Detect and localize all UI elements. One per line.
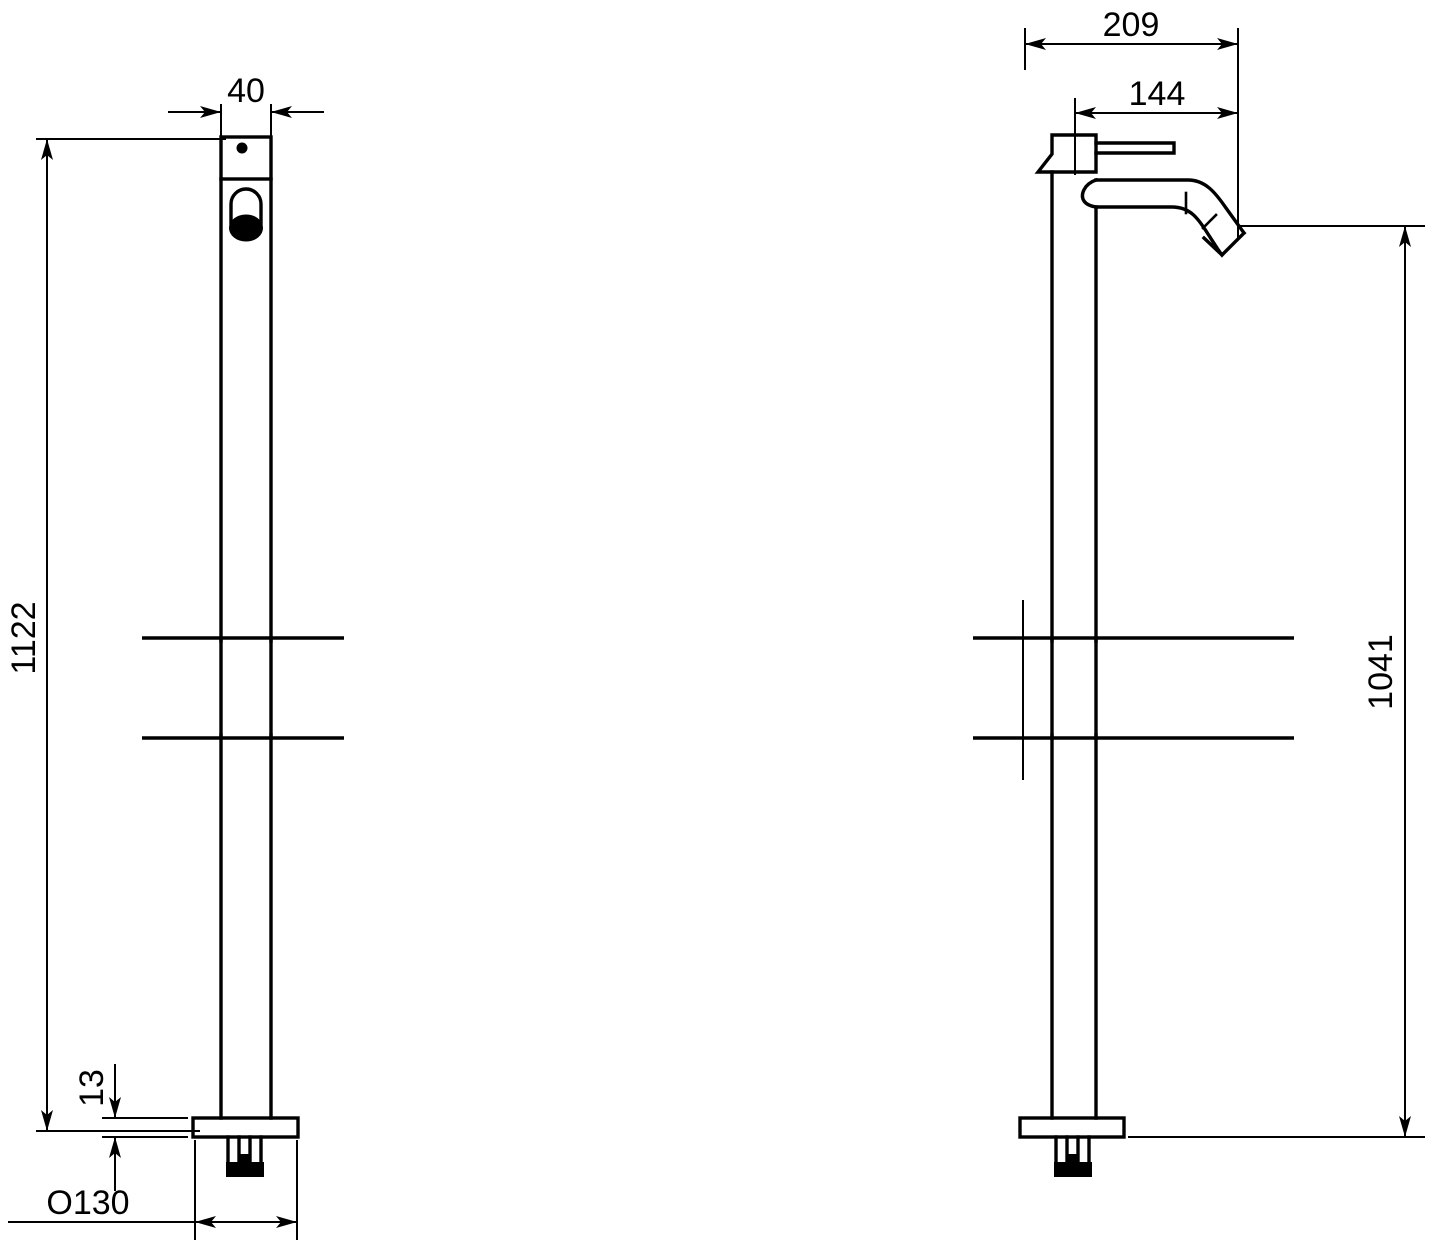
- dimension-label-1041: 1041: [1362, 634, 1400, 710]
- side-cartridge-housing: [1034, 133, 1098, 174]
- side-mounting-stud: [1054, 1135, 1092, 1177]
- front-mounting-stud: [226, 1135, 264, 1177]
- dimension-label-209: 209: [1103, 6, 1160, 44]
- dimension-label-1122: 1122: [5, 601, 43, 674]
- front-base-flange: [191, 1116, 300, 1139]
- dimension-reach-209: 209: [1024, 6, 1239, 240]
- front-view: 40: [5, 72, 344, 1240]
- dimension-width-40: 40: [168, 72, 324, 150]
- dimension-reach-144: 144: [1074, 75, 1238, 175]
- side-lever-handle: [1094, 141, 1176, 155]
- side-column-body: [1050, 170, 1098, 1120]
- side-curved-spout: [1080, 177, 1247, 258]
- front-column-body: [219, 135, 273, 1120]
- side-view: 209 144: [973, 6, 1425, 1177]
- lever-knob: [229, 214, 263, 242]
- side-base-flange: [1018, 1116, 1126, 1139]
- front-lever-handle: [229, 187, 263, 242]
- dimension-label-40: 40: [227, 72, 265, 110]
- dimension-height-1122: 1122: [5, 138, 226, 1132]
- dimension-label-13: 13: [73, 1069, 111, 1107]
- dimension-height-1041: 1041: [1128, 225, 1425, 1138]
- dimension-label-144: 144: [1129, 75, 1186, 113]
- dimension-diameter-130: O130: [8, 1140, 298, 1240]
- grub-screw-hole: [236, 142, 248, 154]
- dimension-thickness-13: 13: [73, 1064, 188, 1191]
- dimension-label-130: O130: [46, 1184, 129, 1222]
